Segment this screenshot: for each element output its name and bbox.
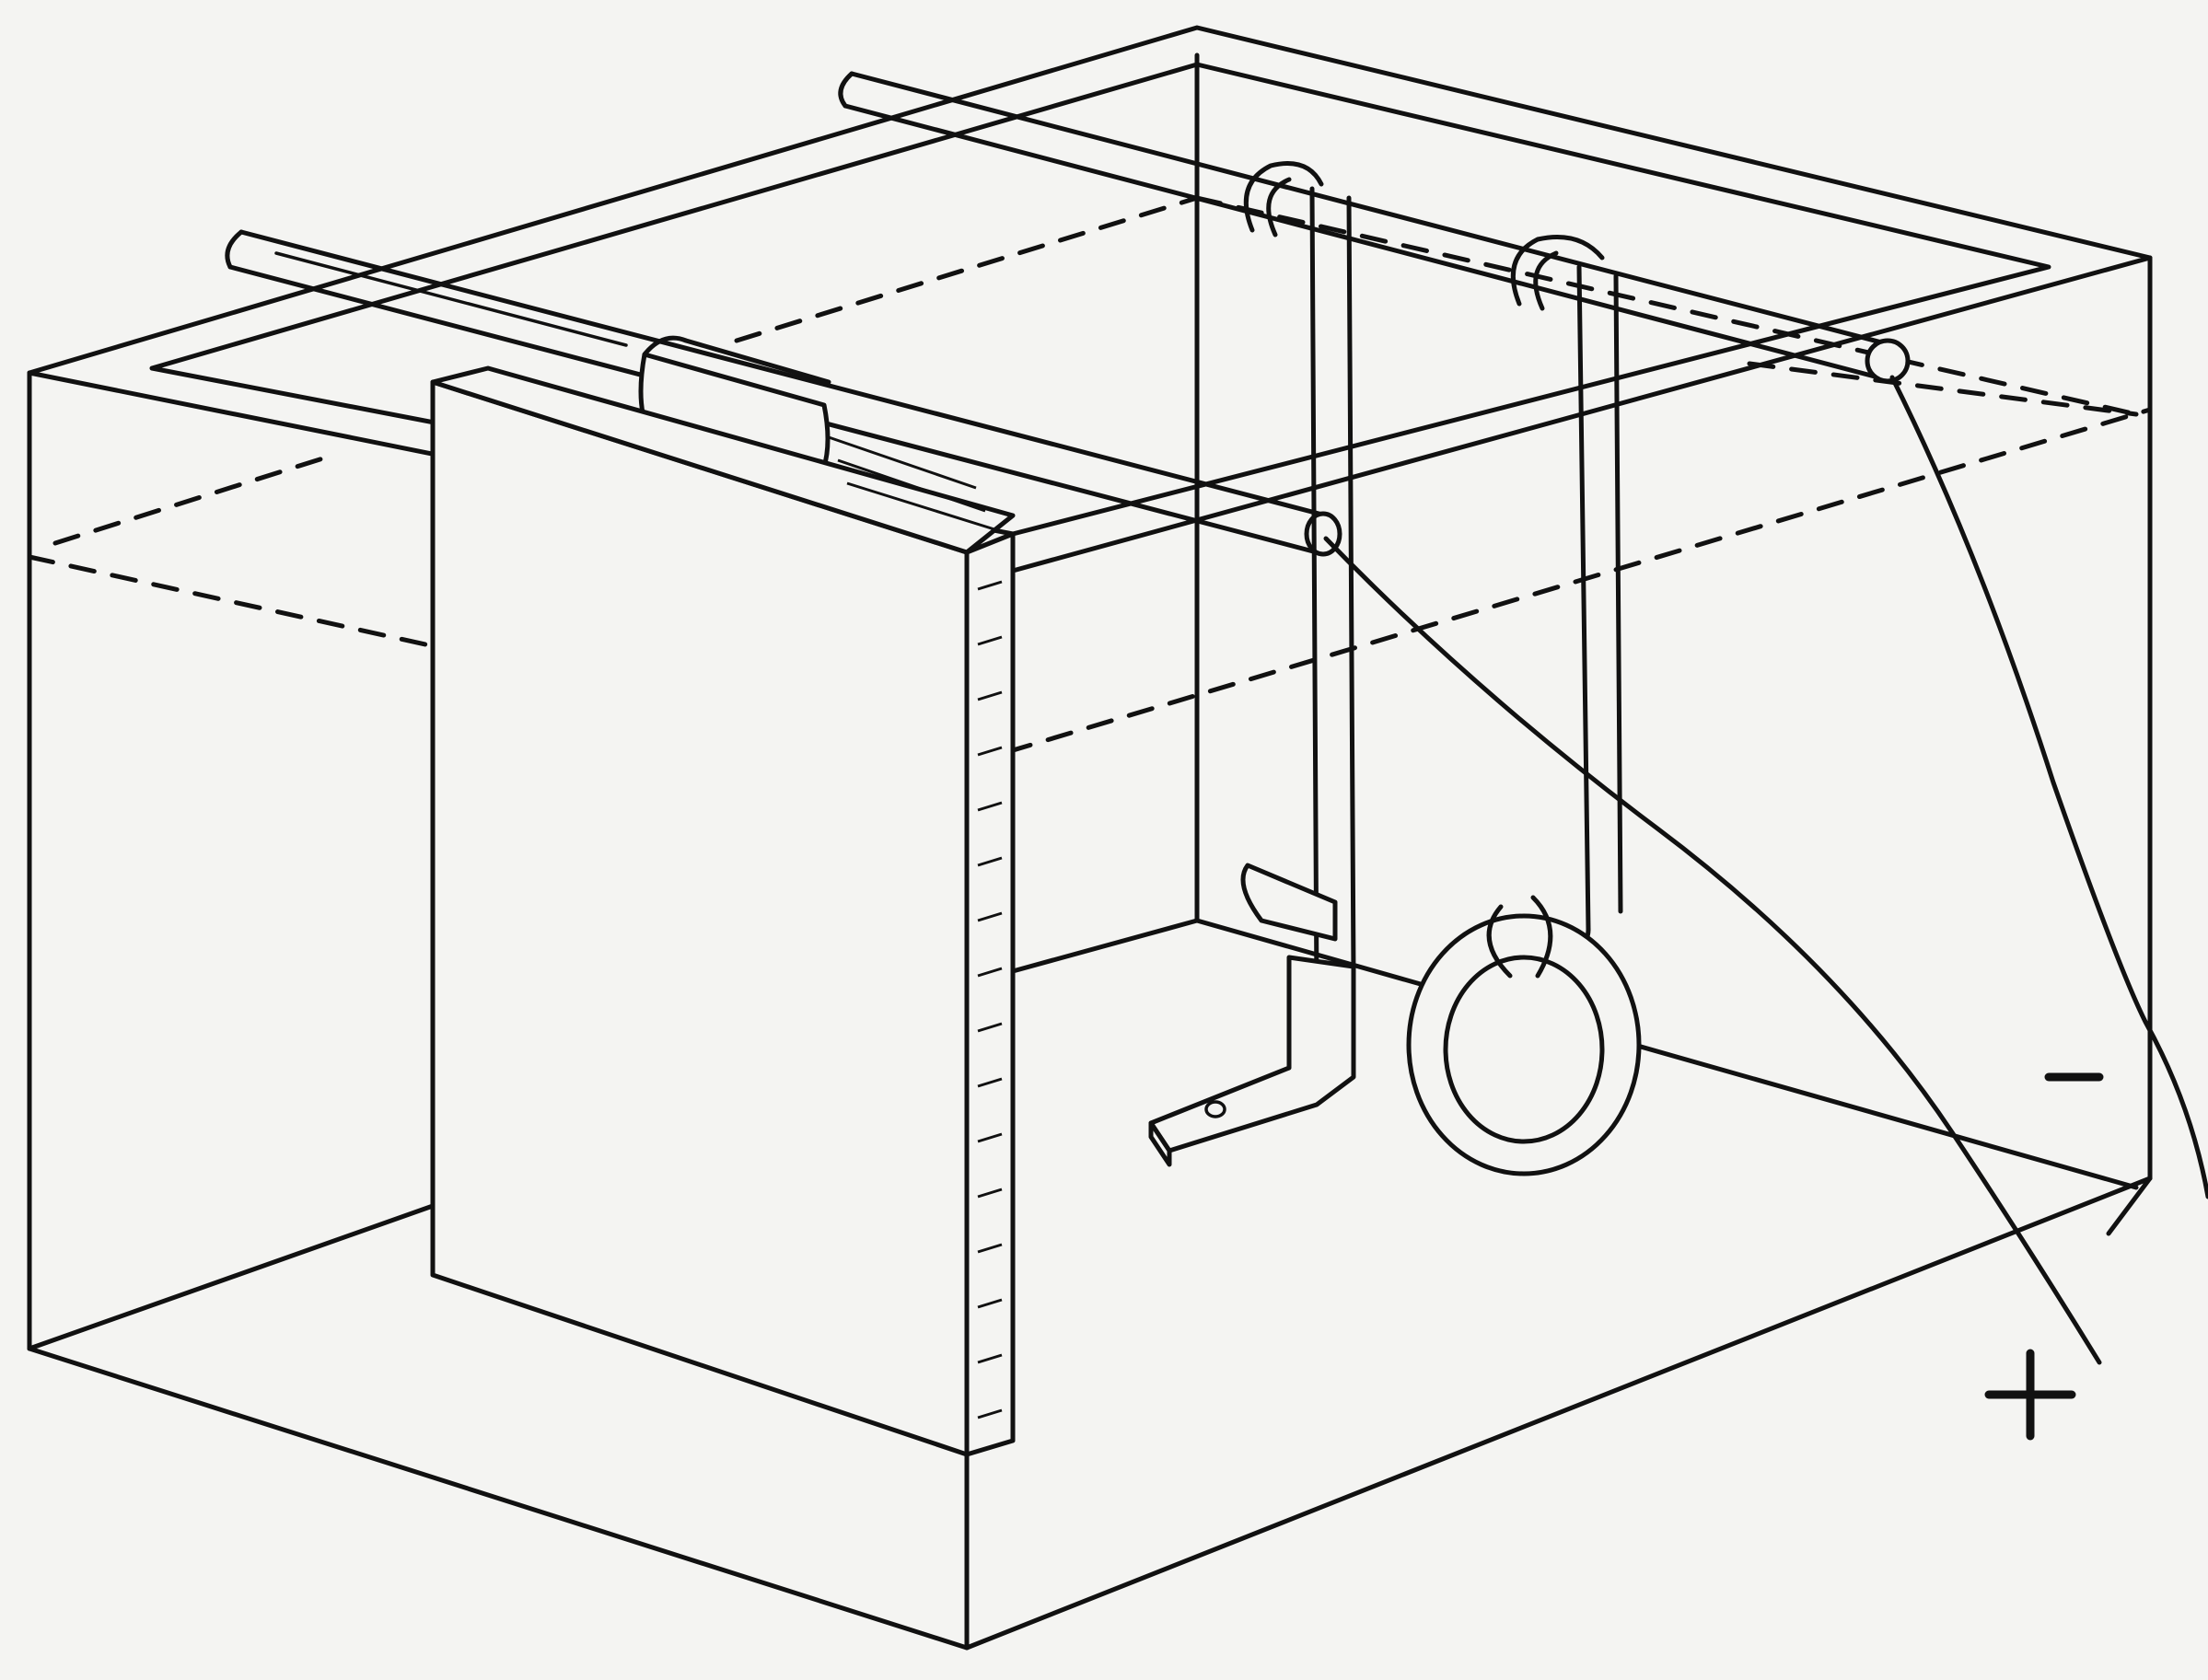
hook-left xyxy=(1243,161,1324,238)
back-conductor-rod xyxy=(838,71,1911,384)
tank-walls xyxy=(27,255,2153,1651)
plated-ring xyxy=(1406,895,1642,1176)
anode-plate xyxy=(430,365,1016,1457)
hook-right xyxy=(1510,235,1605,311)
liquid-level xyxy=(27,195,2153,767)
lead-wires xyxy=(1323,375,2208,1365)
anode-plate-edge-hatch xyxy=(977,580,1003,1419)
suspension-wires xyxy=(1309,186,1623,997)
cathode-bracket xyxy=(1148,863,1356,1167)
positive-terminal-sign xyxy=(1984,1349,2076,1441)
